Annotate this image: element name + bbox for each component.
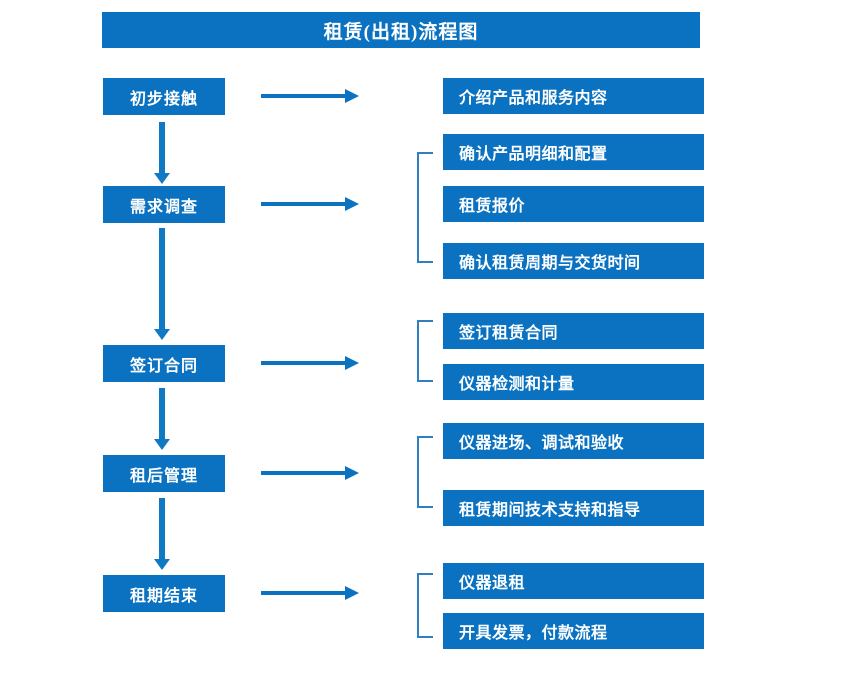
detail-box-queren-chanpin-mingxi[interactable]: 确认产品明细和配置 <box>443 134 704 170</box>
stage-box-qianding-hetong[interactable]: 签订合同 <box>103 345 225 382</box>
stage-box-zuhou-guanli[interactable]: 租后管理 <box>103 455 225 492</box>
detail-box-jieshao-chanpin[interactable]: 介绍产品和服务内容 <box>443 78 704 114</box>
stage-box-xuqiu-diaocha[interactable]: 需求调查 <box>103 186 225 223</box>
detail-box-yiqi-tuizu[interactable]: 仪器退租 <box>443 563 704 599</box>
arrow-head-icon <box>345 356 359 370</box>
arrow-head-icon <box>345 89 359 103</box>
arrow-shaft <box>159 498 165 559</box>
horizontal-arrow-stage2 <box>261 195 361 213</box>
vertical-arrow-stage3-to-stage4 <box>153 388 171 450</box>
horizontal-arrow-stage5 <box>261 584 361 602</box>
horizontal-arrow-stage3 <box>261 354 361 372</box>
arrow-head-icon <box>345 466 359 480</box>
arrow-shaft <box>159 122 165 173</box>
arrow-shaft <box>159 388 165 439</box>
group-bracket-zuqi-jieshu <box>417 573 433 638</box>
detail-box-yiqi-jiance-jiliang[interactable]: 仪器检测和计量 <box>443 364 704 400</box>
arrow-head-icon <box>154 173 170 184</box>
arrow-head-icon <box>154 559 170 570</box>
stage-box-zuqi-jieshu[interactable]: 租期结束 <box>103 575 225 612</box>
arrow-head-icon <box>154 329 170 340</box>
detail-box-kaiju-fapiao[interactable]: 开具发票，付款流程 <box>443 613 704 649</box>
arrow-shaft <box>261 361 347 365</box>
arrow-head-icon <box>345 586 359 600</box>
vertical-arrow-stage1-to-stage2 <box>153 122 171 184</box>
horizontal-arrow-stage4 <box>261 464 361 482</box>
group-bracket-zuhou-guanli <box>417 436 433 508</box>
detail-box-qianding-zulin-hetong[interactable]: 签订租赁合同 <box>443 313 704 349</box>
arrow-head-icon <box>345 197 359 211</box>
detail-box-queren-zulin-zhouqi[interactable]: 确认租赁周期与交货时间 <box>443 243 704 279</box>
arrow-head-icon <box>154 439 170 450</box>
group-bracket-qianding-hetong <box>417 320 433 382</box>
detail-box-zulin-baojia[interactable]: 租赁报价 <box>443 186 704 222</box>
vertical-arrow-stage4-to-stage5 <box>153 498 171 570</box>
detail-box-zulin-qijian-jishu-zhichi[interactable]: 租赁期间技术支持和指导 <box>443 490 704 526</box>
horizontal-arrow-stage1 <box>261 87 361 105</box>
arrow-shaft <box>261 471 347 475</box>
arrow-shaft <box>159 228 165 329</box>
vertical-arrow-stage2-to-stage3 <box>153 228 171 340</box>
arrow-shaft <box>261 94 347 98</box>
stage-box-chubu-jiechu[interactable]: 初步接触 <box>103 78 225 115</box>
arrow-shaft <box>261 202 347 206</box>
chart-title: 租赁(出租)流程图 <box>102 12 700 48</box>
detail-box-yiqi-jinchang-tiaoshi[interactable]: 仪器进场、调试和验收 <box>443 423 704 459</box>
arrow-shaft <box>261 591 347 595</box>
group-bracket-xuqiu-diaocha <box>417 152 433 263</box>
